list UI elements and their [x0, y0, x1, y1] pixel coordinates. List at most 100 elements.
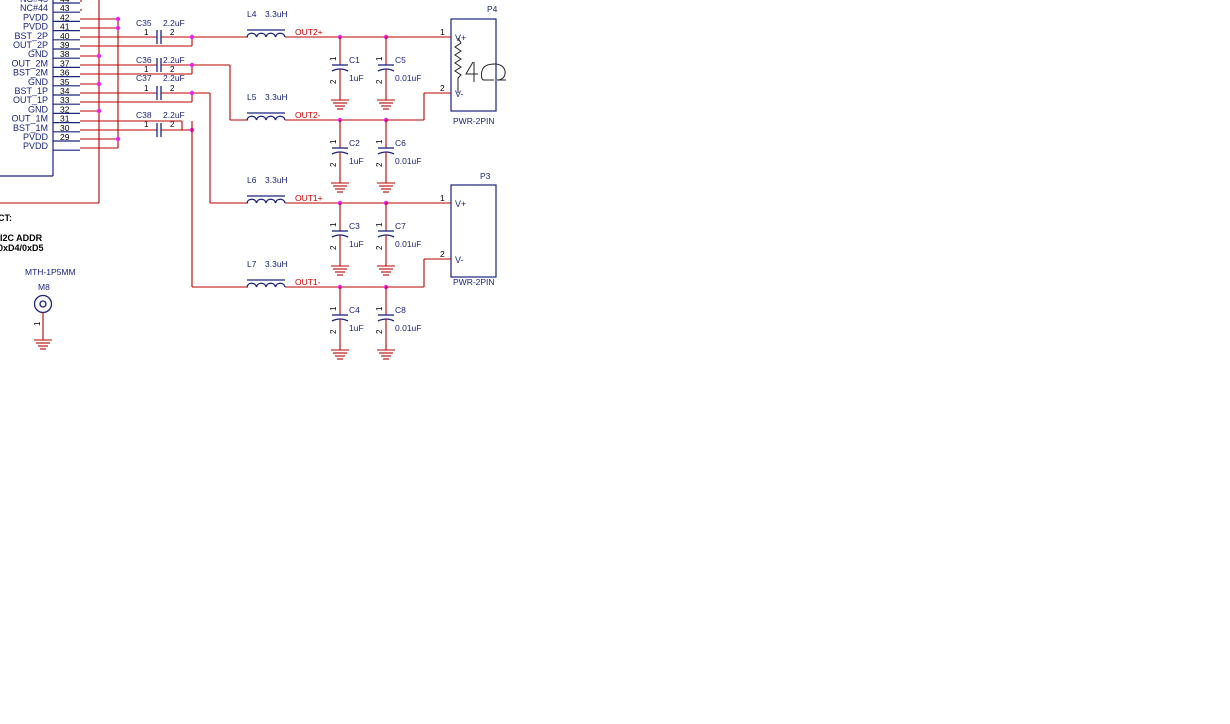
- junction-dot: [115, 25, 121, 31]
- connector-pin-label: V-: [455, 89, 464, 99]
- inductor-ref: L5: [247, 92, 257, 102]
- ground-symbol: [377, 349, 395, 360]
- ic-pin-name: OUT_1M: [11, 114, 48, 124]
- connector-body: [450, 184, 497, 278]
- ic-pin-number: 30: [60, 123, 70, 133]
- cap-ref: C6: [395, 138, 406, 148]
- cap-pin-number: 1: [144, 28, 149, 37]
- cap-pin-number: 1: [144, 65, 149, 74]
- cap-pin-number: 2: [375, 245, 384, 250]
- ic-pin-name: PVDD: [23, 132, 49, 142]
- supply-rails: [0, 0, 121, 204]
- connector-p3: P3 1 2 V+ V- PWR-2PIN: [386, 171, 497, 288]
- connector-pin-label: V-: [455, 255, 464, 265]
- i2c-addr-label: I2C ADDR: [0, 233, 43, 243]
- ic-pin-name: GND: [28, 49, 49, 59]
- connector-pin-number: 2: [440, 83, 445, 93]
- cap-value: 0.01uF: [395, 73, 421, 83]
- junction-dot: [115, 136, 121, 142]
- cap-pin-number: 2: [170, 84, 175, 93]
- ic-pin-number: 32: [60, 104, 70, 114]
- cap-value: 1uF: [349, 73, 364, 83]
- ic-pin-name: PVDD: [23, 12, 49, 22]
- ic-pin-name: NC#45: [20, 0, 48, 4]
- bootstrap-cap-c38: C38 2.2uF 1 2: [80, 110, 192, 137]
- cap-pin-number: 1: [144, 84, 149, 93]
- bootstrap-cap-c37: C37 2.2uF 1 2: [80, 73, 210, 100]
- cap-pin-number: 1: [375, 56, 384, 61]
- cap-ref: C3: [349, 221, 360, 231]
- ic-pin-number: 33: [60, 95, 70, 105]
- ic-pin-number: 29: [60, 132, 70, 142]
- cap-ref: C37: [136, 73, 152, 83]
- bootstrap-cap-c35: C35 2.2uF 1 2: [80, 18, 248, 44]
- ic-pin-row: OUT_2P 39: [13, 40, 80, 50]
- ic-pin-name: GND: [28, 104, 49, 114]
- inductor: L4 3.3uH: [246, 9, 288, 38]
- ground-symbol: [377, 182, 395, 193]
- ic-pin-number: 36: [60, 68, 70, 78]
- cap-pin-number: 2: [375, 329, 384, 334]
- connector-type: PWR-2PIN: [453, 116, 495, 126]
- cap-pin-number: 2: [329, 79, 338, 84]
- inductor-ref: L4: [247, 9, 257, 19]
- cap-pin-number: 1: [329, 139, 338, 144]
- junction-dot: [189, 34, 195, 40]
- ground-symbol: [377, 265, 395, 276]
- ic-pin-name: BST_2P: [14, 31, 48, 41]
- ic-pin-number: 41: [60, 22, 70, 32]
- connector-pin-label: V+: [455, 199, 466, 209]
- cap-pin-number: 2: [375, 162, 384, 167]
- bootstrap-cap-c36: C36 2.2uF 1 2: [80, 55, 230, 74]
- ic-pin-name: NC#44: [20, 3, 48, 13]
- junction-dot: [96, 53, 102, 59]
- ground-symbol: [331, 99, 349, 110]
- ground-symbol: [331, 265, 349, 276]
- cap-ref: C38: [136, 110, 152, 120]
- bootstrap-caps: C35 2.2uF 1 2 C36 2.2uF 1 2: [80, 18, 248, 288]
- ic-pin-block: NC#4544NC#4443PVDD42PVDD41BST_2P40OUT_2P…: [0, 0, 80, 177]
- ic-pin-name: OUT_1P: [13, 95, 48, 105]
- connector-pin-number: 1: [440, 27, 445, 37]
- inductor-value: 3.3uH: [265, 9, 288, 19]
- ic-pin-number: 39: [60, 40, 70, 50]
- connector-p4: P4 1 2 V+ V- PWR-2PIN: [386, 4, 506, 126]
- ic-pin-row: BST_1P 34: [14, 86, 80, 96]
- ic-pin-number: 34: [60, 86, 70, 96]
- cap-ref: C2: [349, 138, 360, 148]
- mounting-hole-inner: [39, 300, 47, 308]
- cap-ref: C8: [395, 305, 406, 315]
- partial-note-label: CT:: [0, 213, 12, 223]
- ic-pin-name: OUT_2M: [11, 58, 48, 68]
- ic-pin-number: 44: [60, 0, 70, 4]
- cap-pin-number: 1: [329, 222, 338, 227]
- cap-pin-number: 1: [375, 222, 384, 227]
- connector-type: PWR-2PIN: [453, 277, 495, 287]
- cap-pin-number: 2: [170, 120, 175, 129]
- cap-pin-number: 2: [329, 329, 338, 334]
- ic-pin-name: OUT_2P: [13, 40, 48, 50]
- mounting-hole-pin: 1: [33, 321, 42, 326]
- ic-pin-name: BST_1P: [14, 86, 48, 96]
- junction-dot: [189, 90, 195, 96]
- i2c-addr-value: 0xD4/0xD5: [0, 243, 44, 253]
- junction-dot: [96, 108, 102, 114]
- inductor-value: 3.3uH: [265, 92, 288, 102]
- ground-symbol: [331, 349, 349, 360]
- cap-ref: C35: [136, 18, 152, 28]
